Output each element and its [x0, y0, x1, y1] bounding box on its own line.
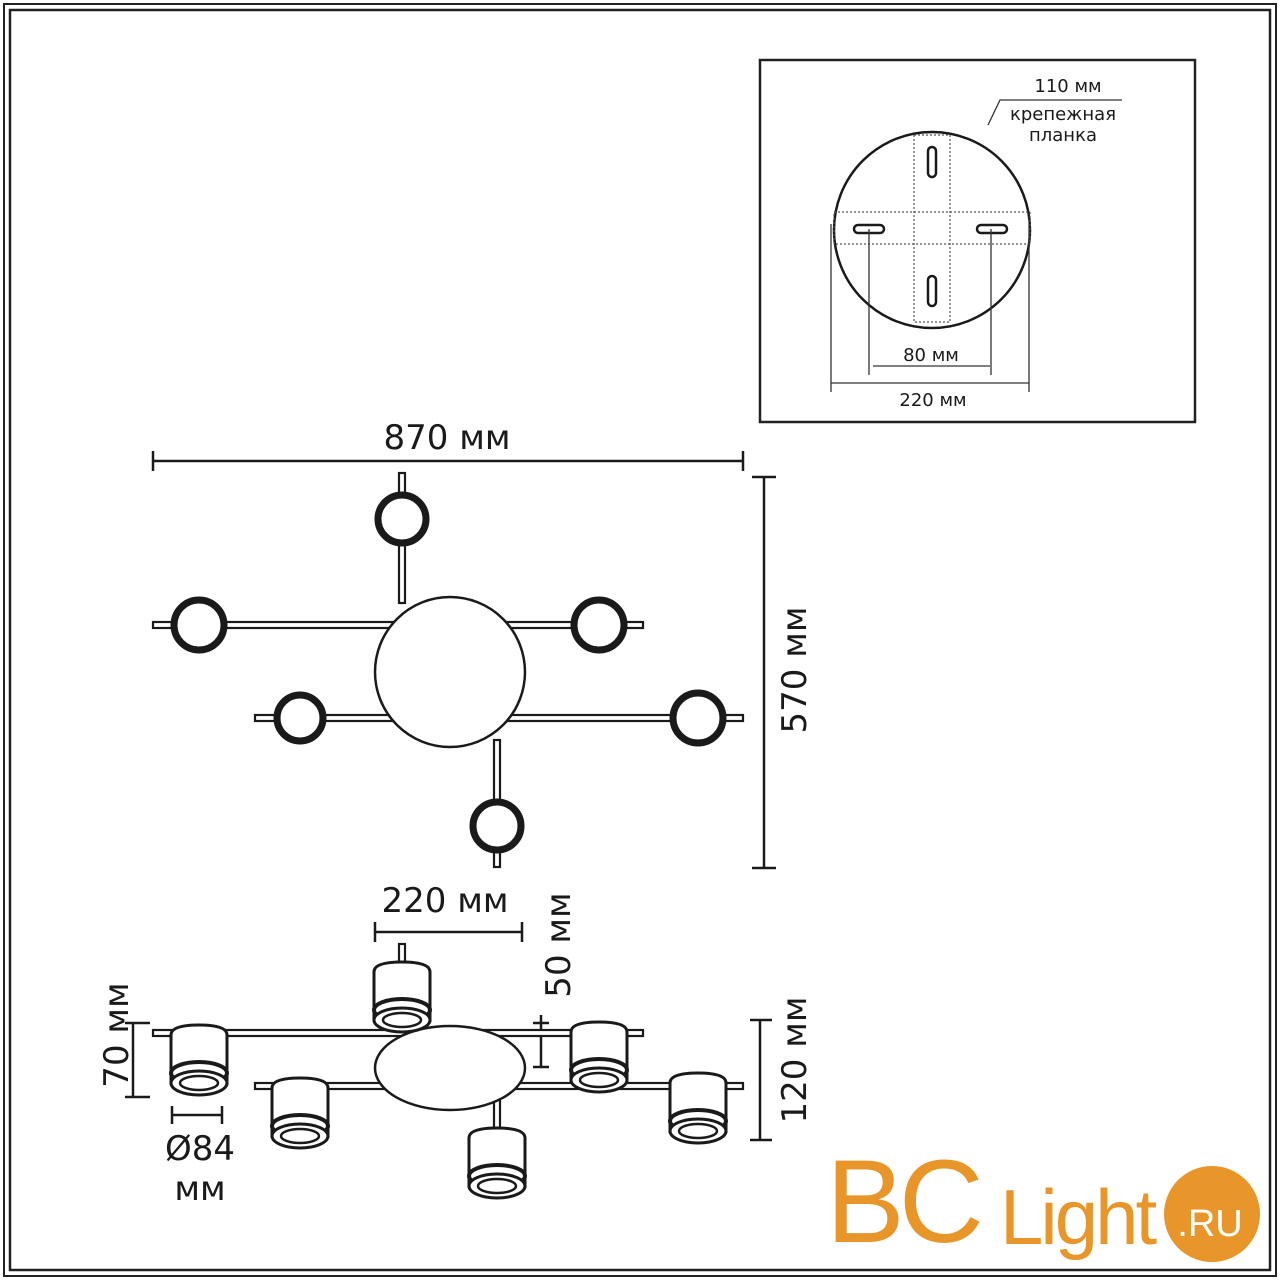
- bracket-vertical: [913, 134, 951, 323]
- canopy-side: [373, 1024, 527, 1112]
- lamp-ring-top-view: [273, 691, 327, 745]
- canopy-top: [373, 595, 527, 749]
- total-height-label: 120 мм: [775, 996, 815, 1123]
- width-label: 870 мм: [383, 418, 510, 458]
- inner-frame: [8, 8, 1272, 1272]
- logo-light: Light: [1000, 1173, 1157, 1261]
- bracket-horizontal: [833, 211, 1031, 245]
- lamp-rings: [170, 491, 727, 854]
- mount-plate-inset: 110 мм крепежная планка 80 мм 220 мм: [758, 58, 1197, 424]
- logo-bc: BC: [826, 1136, 980, 1268]
- logo-circle: [1164, 1166, 1260, 1262]
- lamp-shade-side-view: [569, 1020, 629, 1094]
- hole-spacing-label: 80 мм: [903, 345, 959, 366]
- slot-top: [926, 145, 938, 179]
- lamp-ring-top-view: [570, 596, 628, 654]
- inset-frame: [758, 58, 1197, 424]
- top-view: 870 мм 570 мм: [151, 418, 815, 870]
- shade-lens: [381, 1011, 423, 1029]
- shade-lens: [178, 1074, 220, 1092]
- shade-lens: [578, 1071, 620, 1089]
- shade-lens: [279, 1127, 321, 1145]
- side-view: 220 мм 50 мм 70 мм Ø84 мм 120 мм: [97, 881, 815, 1209]
- shade-height-label: 70 мм: [97, 982, 137, 1087]
- lamp-shades: [169, 960, 728, 1200]
- shade-lens: [677, 1122, 719, 1140]
- leader-line: [987, 99, 1122, 126]
- lamp-shade-side-view: [372, 960, 432, 1034]
- logo-domain: .RU: [1177, 1203, 1242, 1245]
- outer-frame: [3, 3, 1277, 1277]
- lamp-shade-side-view: [668, 1071, 728, 1145]
- bracket-label-1: крепежная: [1010, 104, 1116, 125]
- lamp-ring-top-view: [170, 596, 228, 654]
- lamp-ring-top-view: [669, 689, 727, 747]
- shade-lens: [476, 1177, 518, 1195]
- shade-diameter-unit: мм: [174, 1169, 225, 1209]
- canopy-circle: [832, 130, 1032, 330]
- lamp-shade-side-view: [467, 1126, 527, 1200]
- lamp-shade-side-view: [169, 1023, 229, 1097]
- bracket-size-label: 110 мм: [1034, 76, 1101, 97]
- lamp-ring-top-view: [469, 798, 525, 854]
- lamp-ring-top-view: [374, 491, 430, 547]
- base-diameter-label: 220 мм: [381, 881, 508, 921]
- plate-diameter-label: 220 мм: [899, 390, 966, 411]
- base-height-label: 50 мм: [539, 892, 579, 997]
- slot-right: [975, 223, 1009, 235]
- shade-diameter-label: Ø84: [165, 1129, 235, 1169]
- depth-label: 570 мм: [775, 606, 815, 733]
- lamp-shade-side-view: [270, 1076, 330, 1150]
- slot-bottom: [926, 274, 938, 308]
- bclight-logo: BC Light .RU: [826, 1136, 1260, 1268]
- bracket-label-2: планка: [1029, 125, 1097, 146]
